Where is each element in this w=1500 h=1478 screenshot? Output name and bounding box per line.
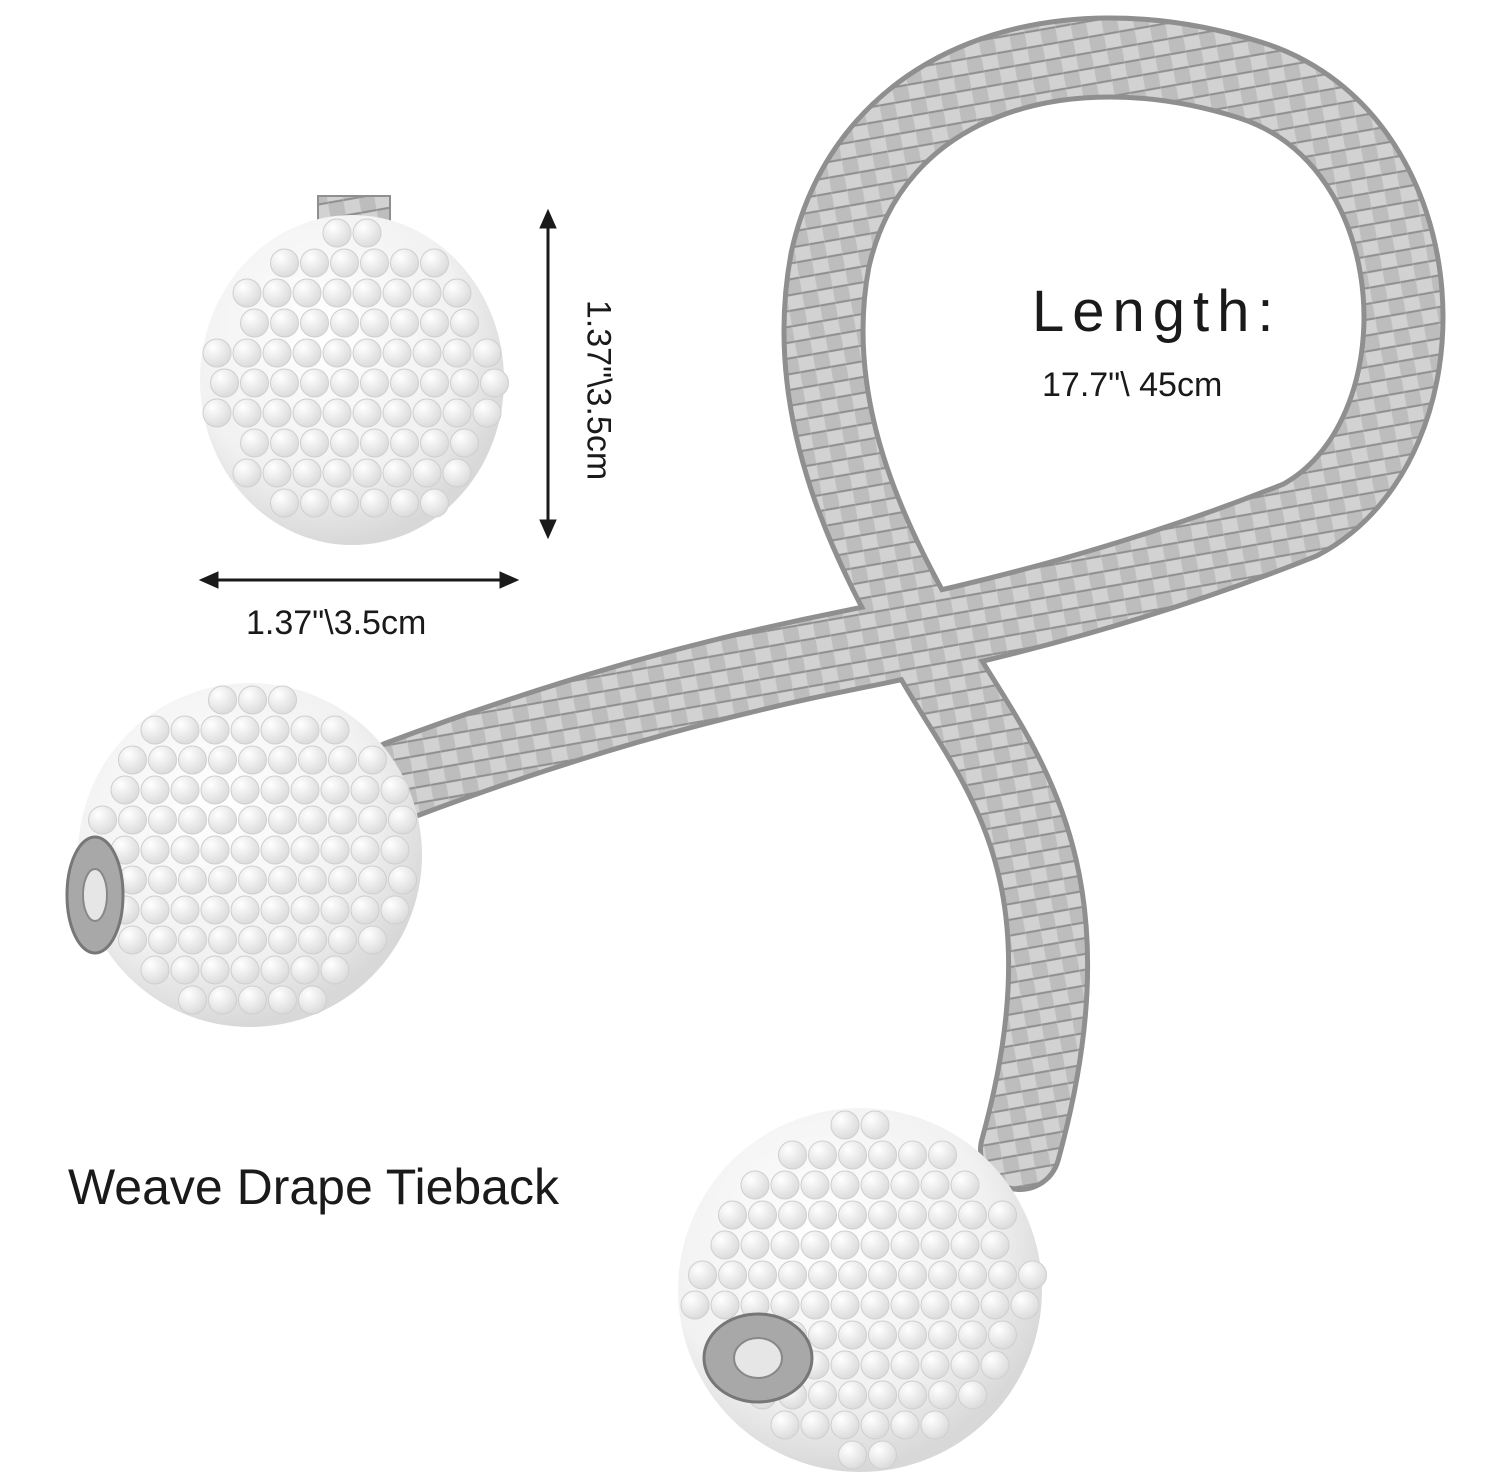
reference-pearl-ball [200,215,509,545]
length-title: Length: [1032,279,1282,344]
left-pearl-ball [65,683,422,1027]
pearl-beads [80,685,417,1015]
bottom-pearl-ball [678,1108,1047,1472]
ball-height-label: 1.37"\3.5cm [579,299,618,481]
ball-width-label: 1.37"\3.5cm [246,604,427,642]
braided-rope [358,15,1446,1192]
double-arrow-horizontal-icon [198,571,520,589]
double-arrow-vertical-icon [539,208,557,540]
length-value: 17.7"\ 45cm [1042,366,1223,404]
product-name: Weave Drape Tieback [68,1159,559,1215]
pearl-beads [202,218,509,518]
